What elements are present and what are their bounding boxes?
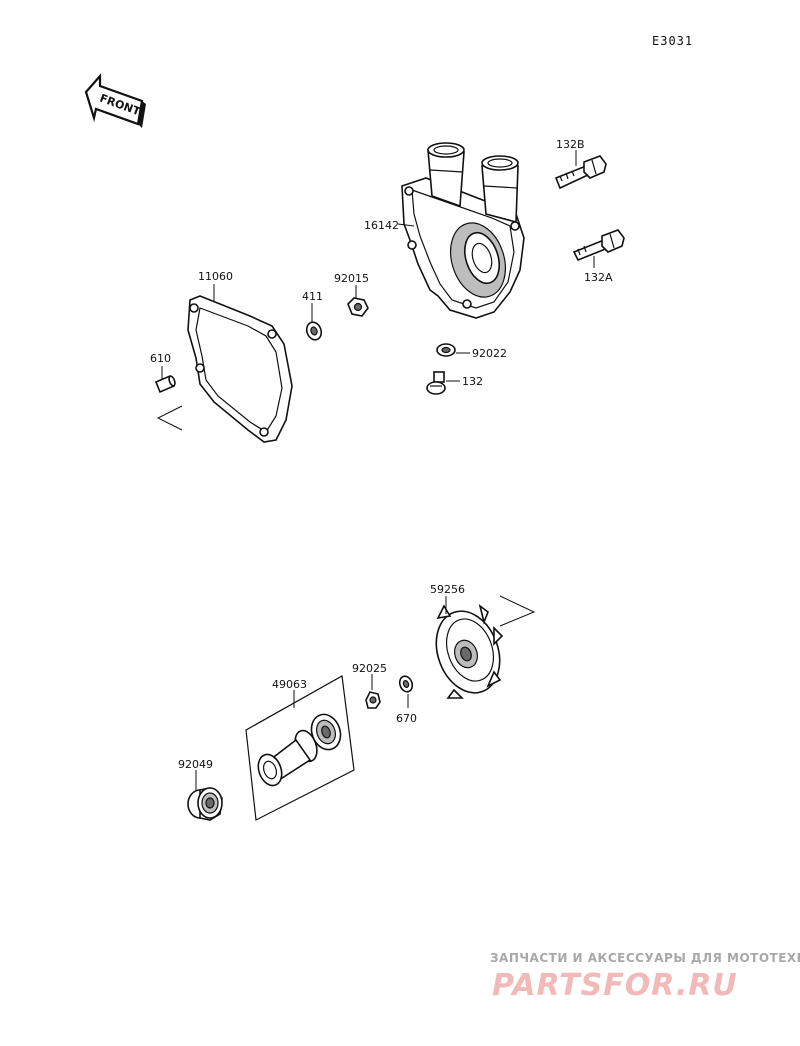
seal-kit-49063-part	[245, 675, 355, 821]
bolt-132b-part	[554, 155, 607, 190]
nut-92022-part	[436, 343, 456, 357]
diagram-code: E3031	[652, 34, 693, 48]
label-92015: 92015	[334, 272, 369, 285]
bolt-132-part	[426, 371, 446, 395]
nut-92025-part	[365, 691, 381, 709]
label-132a: 132A	[584, 271, 613, 284]
label-16142: 16142	[364, 219, 399, 232]
pump-cover-part	[401, 142, 525, 319]
washer-411-part	[305, 321, 323, 341]
label-59256: 59256	[430, 583, 465, 596]
bolt-132a-part	[572, 229, 625, 262]
washer-670-part	[398, 675, 414, 693]
impeller-59256-part	[435, 604, 504, 699]
nut-92015-part	[347, 297, 369, 317]
label-610: 610	[150, 352, 171, 365]
label-411: 411	[302, 290, 323, 303]
dowel-pin-610-part	[154, 374, 176, 394]
label-132: 132	[462, 375, 483, 388]
label-670: 670	[396, 712, 417, 725]
oil-seal-92049-part	[187, 787, 223, 821]
label-132b: 132B	[556, 138, 585, 151]
label-49063: 49063	[272, 678, 307, 691]
label-92025: 92025	[352, 662, 387, 675]
label-92022: 92022	[472, 347, 507, 360]
label-92049: 92049	[178, 758, 213, 771]
watermark-tagline: ЗАПЧАСТИ И АКСЕССУАРЫ ДЛЯ МОТОТЕХНИКИ	[490, 951, 800, 965]
label-11060: 11060	[198, 270, 233, 283]
front-arrow-icon: FRONT	[84, 73, 146, 128]
watermark-brand: PARTSFOR.RU	[492, 968, 738, 1003]
gasket-11060-part	[187, 295, 293, 443]
